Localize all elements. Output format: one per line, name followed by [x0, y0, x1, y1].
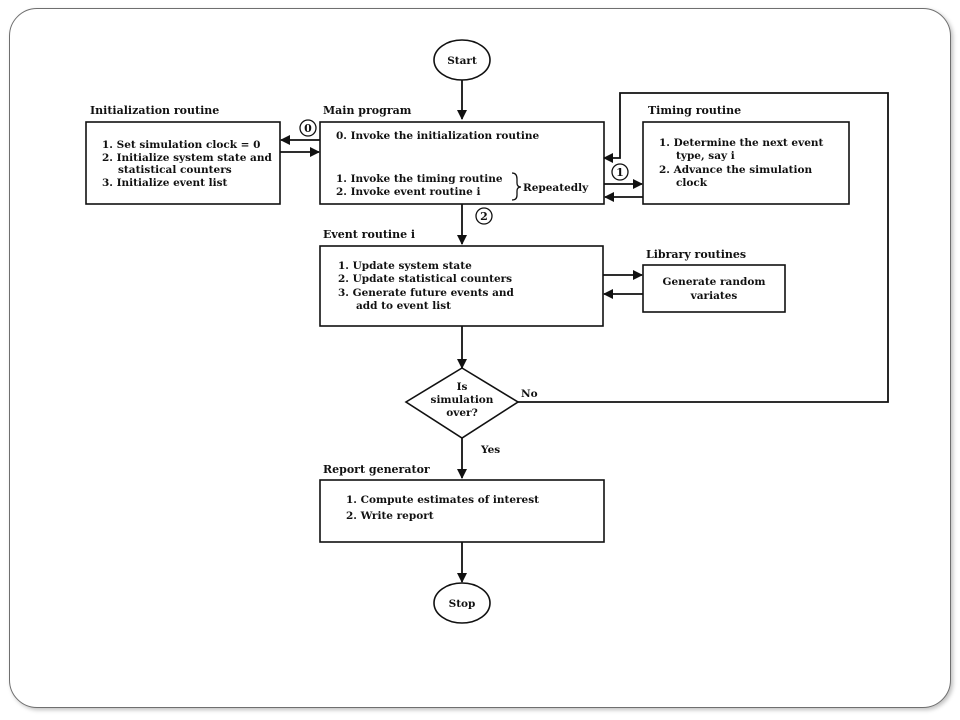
decision-no-label: No	[521, 388, 538, 400]
report-line-1: 1. Compute estimates of interest	[346, 494, 539, 506]
simulation-over-decision: Is simulation over?	[404, 367, 520, 439]
start-label: Start	[447, 55, 477, 67]
timing-line-1: 1. Determine the next event	[659, 137, 824, 149]
marker-2: 2	[475, 207, 493, 225]
marker-0: 0	[299, 119, 317, 137]
init-line-4: 3. Initialize event list	[102, 177, 228, 189]
decision-line-3: over?	[446, 407, 477, 419]
timing-title: Timing routine	[648, 104, 741, 117]
main-program-title: Main program	[323, 104, 412, 117]
init-title: Initialization routine	[90, 104, 219, 117]
report-title: Report generator	[323, 463, 430, 476]
event-routine-block: Event routine i 1. Update system state 2…	[319, 228, 604, 327]
main-program-block: Main program 0. Invoke the initializatio…	[319, 104, 605, 205]
main-repeat-label: Repeatedly	[523, 182, 589, 194]
timing-line-2: type, say i	[676, 150, 735, 162]
arrow-no-loop	[518, 92, 889, 403]
report-generator-block: Report generator 1. Compute estimates of…	[319, 463, 605, 543]
library-line-2: variates	[690, 290, 738, 302]
repeat-brace	[511, 172, 522, 201]
svg-text:0: 0	[304, 122, 312, 135]
library-title: Library routines	[646, 248, 746, 261]
svg-text:2: 2	[480, 210, 488, 223]
timing-line-3: 2. Advance the simulation	[659, 164, 812, 176]
decision-line-1: Is	[457, 381, 468, 393]
main-step-1: 1. Invoke the timing routine	[336, 173, 503, 185]
init-line-1: 1. Set simulation clock = 0	[102, 139, 260, 151]
stop-label: Stop	[449, 598, 476, 610]
event-line-4: add to event list	[356, 300, 451, 312]
main-step-0: 0. Invoke the initialization routine	[336, 130, 539, 142]
timing-routine-block: Timing routine 1. Determine the next eve…	[642, 104, 850, 205]
main-step-2: 2. Invoke event routine i	[336, 186, 480, 198]
decision-line-2: simulation	[431, 394, 494, 406]
stop-terminal: Stop	[433, 582, 491, 624]
svg-text:1: 1	[616, 166, 624, 179]
library-line-1: Generate random	[663, 276, 766, 288]
start-terminal: Start	[433, 39, 491, 81]
event-line-3: 3. Generate future events and	[338, 287, 515, 299]
event-line-2: 2. Update statistical counters	[338, 273, 512, 285]
init-line-3: statistical counters	[118, 164, 232, 176]
decision-yes-label: Yes	[480, 444, 500, 456]
marker-1: 1	[611, 163, 629, 181]
initialization-routine-block: Initialization routine 1. Set simulation…	[85, 104, 281, 205]
report-line-2: 2. Write report	[346, 510, 434, 522]
event-title: Event routine i	[323, 228, 415, 241]
event-line-1: 1. Update system state	[338, 260, 472, 272]
timing-line-4: clock	[676, 177, 708, 189]
init-line-2: 2. Initialize system state and	[102, 152, 272, 164]
library-routines-block: Library routines Generate random variate…	[642, 248, 786, 313]
